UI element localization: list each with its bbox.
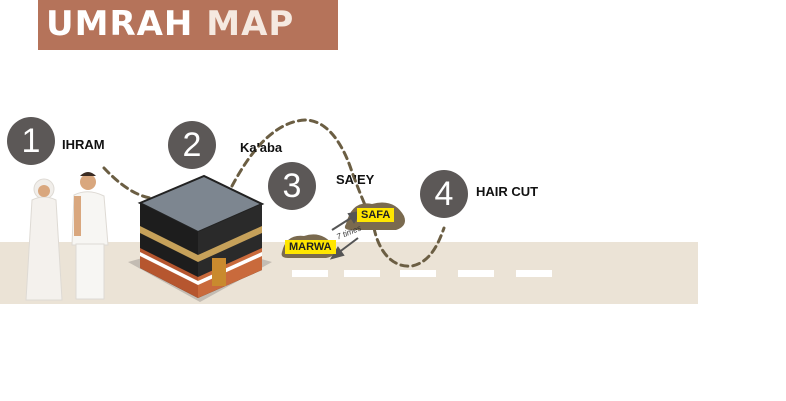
step-2-badge: 2 xyxy=(168,121,216,169)
step-1-badge: 1 xyxy=(7,117,55,165)
title-accent: MAP xyxy=(206,4,295,44)
route-path xyxy=(102,118,446,268)
step-4-label: HAIR CUT xyxy=(476,184,539,199)
map-title: UMRAH MAP xyxy=(46,4,294,44)
step-4-badge: 4 xyxy=(420,170,468,218)
step-1-label: IHRAM xyxy=(62,137,105,152)
step-3-label: SA’EY xyxy=(336,172,375,187)
pilgrim-man xyxy=(71,172,109,300)
pilgrim-woman xyxy=(25,178,63,301)
step-2-label: Ka'aba xyxy=(240,140,283,155)
step-3-badge: 3 xyxy=(268,162,316,210)
road-dashes xyxy=(292,270,552,277)
safa-label: SAFA xyxy=(357,208,395,222)
kaaba-icon xyxy=(128,174,272,302)
title-banner: UMRAH MAP xyxy=(38,0,338,50)
marwa-label: MARWA xyxy=(285,240,336,254)
title-main: UMRAH xyxy=(46,4,194,44)
